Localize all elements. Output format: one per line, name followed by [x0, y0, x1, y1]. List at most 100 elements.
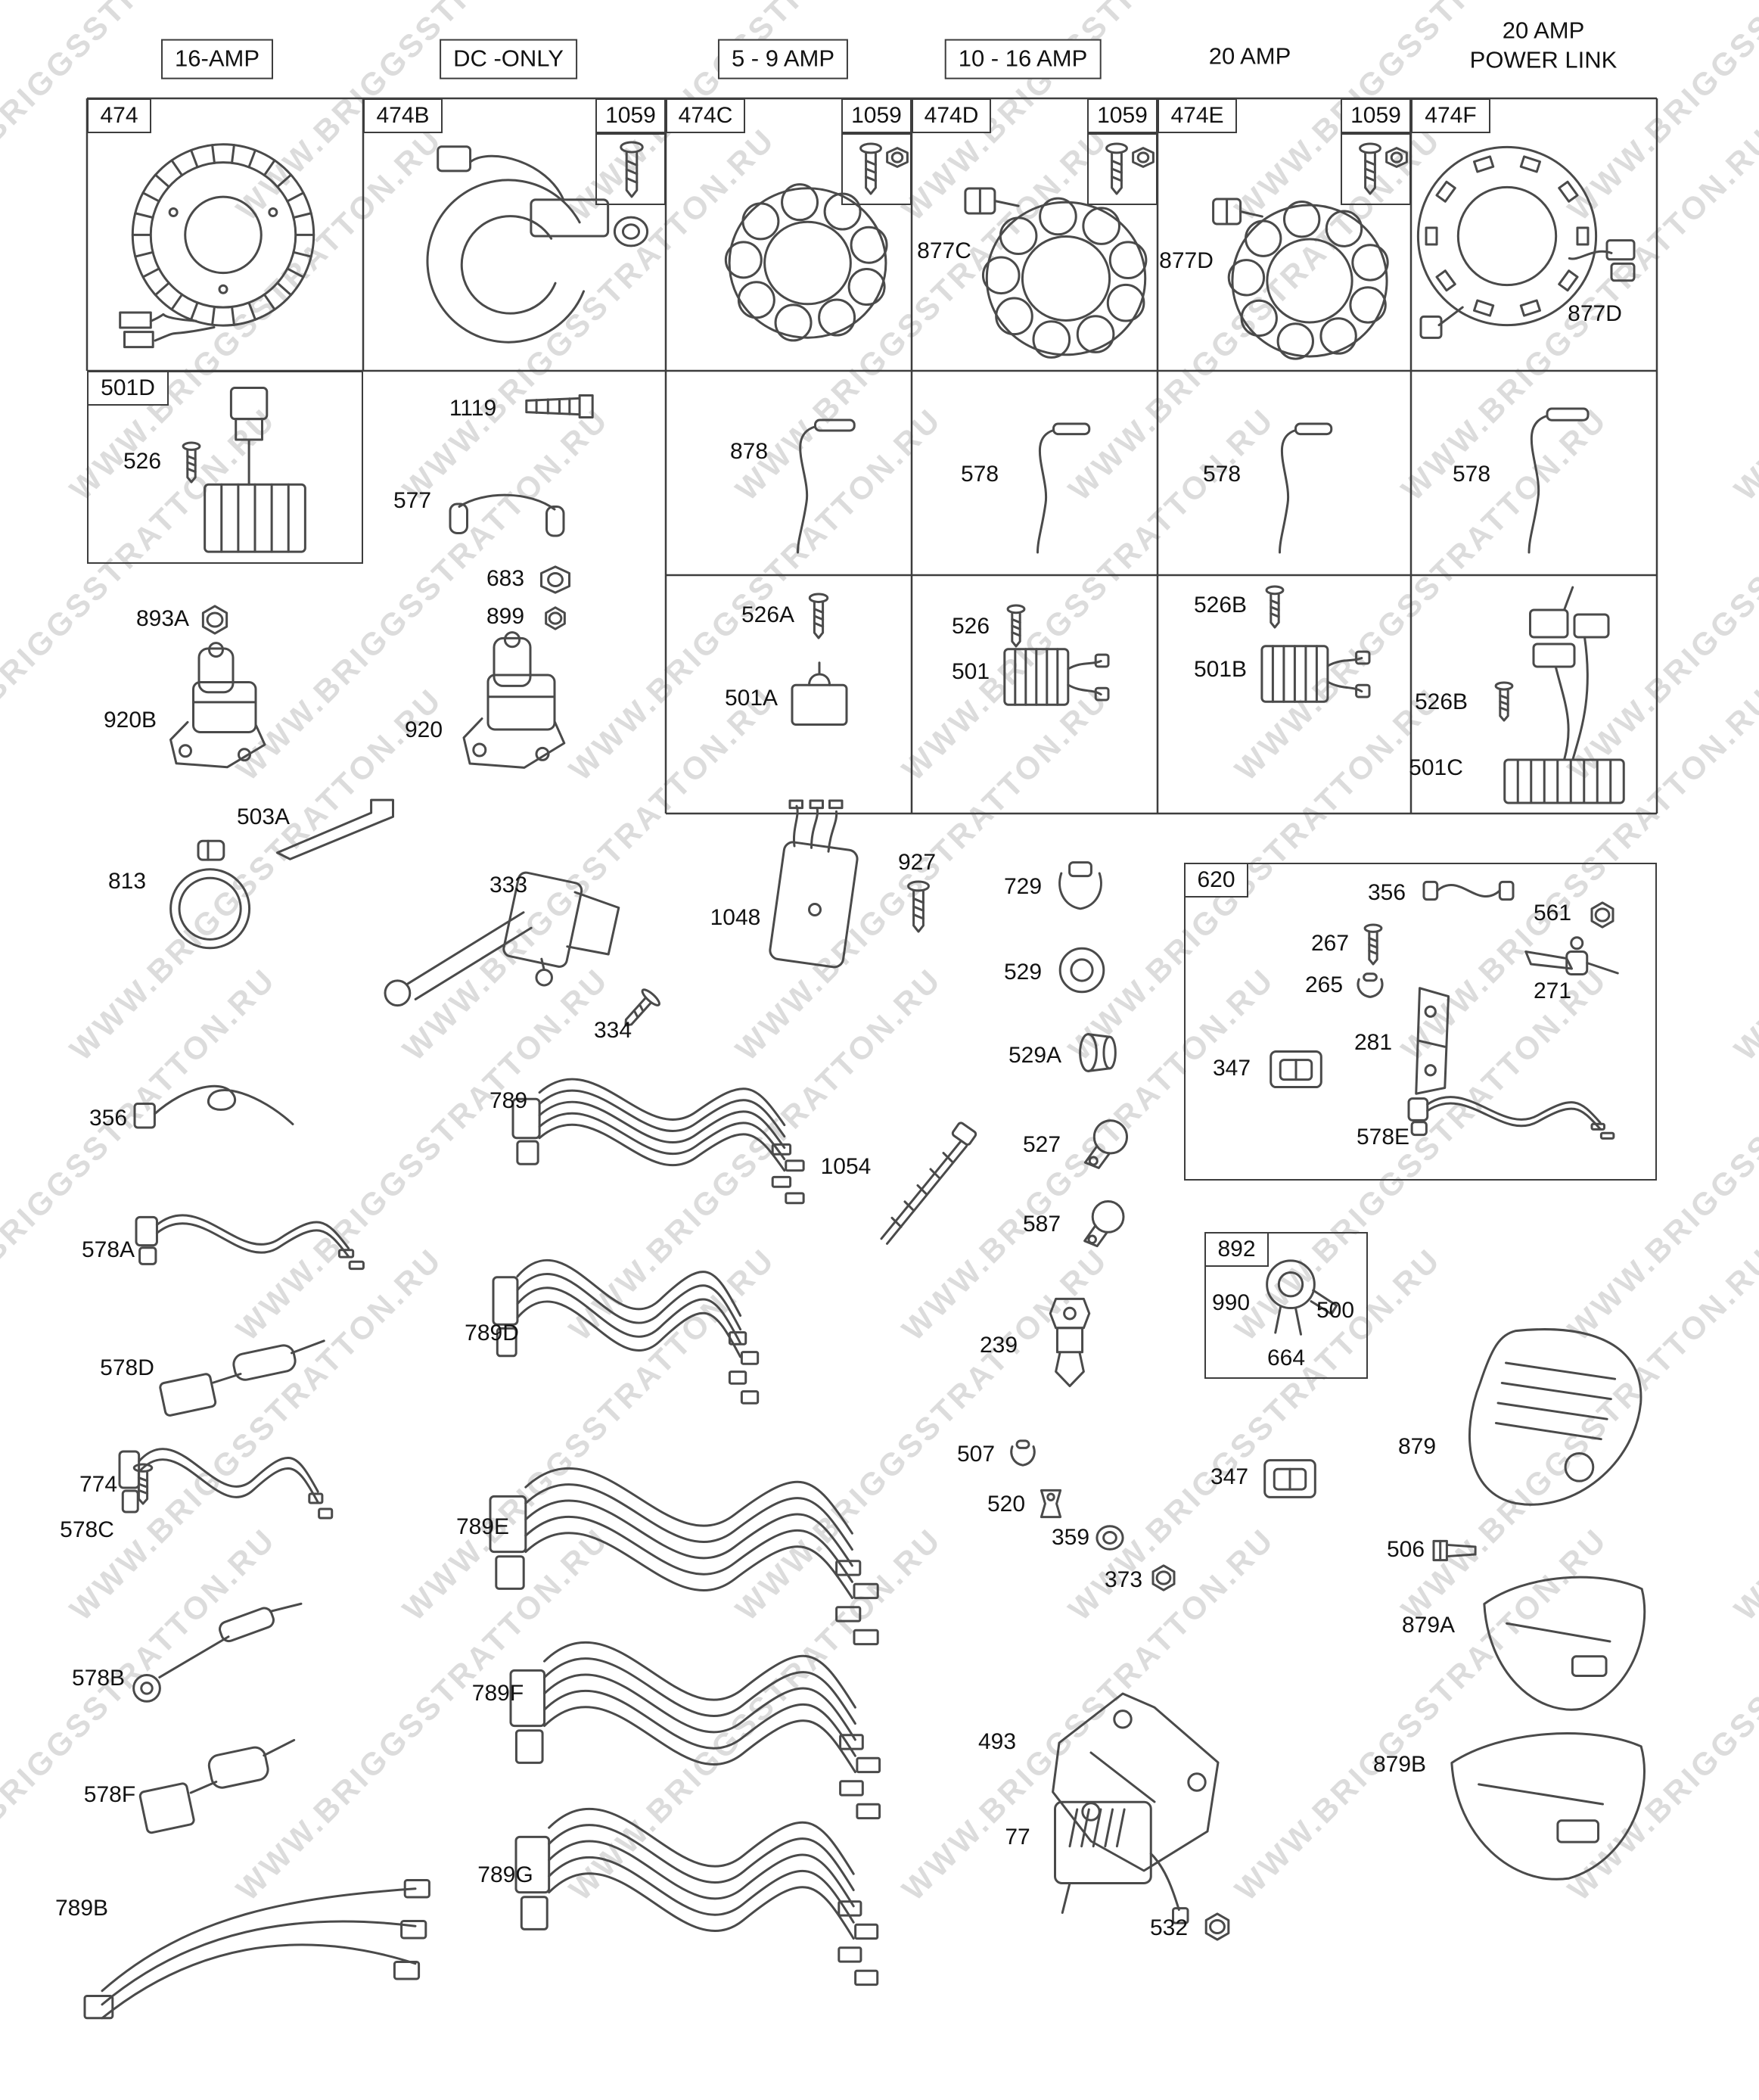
wire-356-group620	[1422, 880, 1515, 901]
alternator-20amp-474E	[1227, 200, 1389, 360]
column-header-3: 5 - 9 AMP	[717, 39, 849, 79]
clip-729	[1058, 861, 1102, 910]
cover-879B	[1450, 1732, 1646, 1881]
part-ref-529: 529	[1003, 960, 1043, 985]
bracket-503A	[276, 798, 394, 860]
solenoid-920	[462, 631, 566, 769]
nut-1059-20	[1385, 147, 1408, 168]
part-ref-578C: 578C	[60, 1517, 114, 1542]
lever-271	[1524, 936, 1619, 975]
regulator-501A	[791, 661, 848, 726]
part-ref-526: 526	[123, 449, 162, 474]
part-ref-77: 77	[1005, 1825, 1030, 1850]
plug-529A	[1079, 1033, 1117, 1072]
cable-tie-1054	[880, 1122, 977, 1245]
part-ref-501C: 501C	[1409, 755, 1463, 780]
part-ref-789G: 789G	[477, 1862, 533, 1887]
part-ref-520: 520	[987, 1492, 1026, 1517]
part-ref-789: 789	[489, 1088, 528, 1113]
part-ref-333: 333	[489, 873, 528, 898]
stator-16amp-474	[119, 143, 315, 349]
screw-334	[624, 988, 660, 1027]
part-ref-box-474D: 474D	[912, 98, 991, 133]
connector-877C	[964, 187, 1020, 215]
part-ref-578F: 578F	[83, 1782, 136, 1807]
part-ref-927: 927	[897, 850, 937, 875]
part-ref-267: 267	[1310, 931, 1350, 956]
nut-893A	[201, 605, 228, 635]
part-ref-527: 527	[1022, 1132, 1061, 1157]
regulator-501B	[1260, 645, 1371, 703]
harness-789B	[83, 1879, 430, 2020]
screw-267	[1363, 923, 1383, 966]
part-ref-879A: 879A	[1401, 1613, 1456, 1638]
part-ref-500: 500	[1316, 1298, 1355, 1323]
part-ref-347: 347	[1210, 1464, 1249, 1489]
clamp-587	[1083, 1199, 1125, 1248]
part-ref-1048: 1048	[710, 905, 761, 930]
part-ref-box-474E: 474E	[1158, 98, 1237, 133]
screw-box-1059-5-9	[841, 133, 912, 205]
part-ref-990: 990	[1211, 1290, 1251, 1315]
harness-789E	[489, 1467, 879, 1646]
diode-wire-878	[797, 418, 856, 554]
cover-879	[1468, 1328, 1642, 1506]
column-header-1: 16-AMP	[161, 39, 273, 79]
harness-789F	[509, 1641, 881, 1820]
regulator-501C	[1503, 586, 1625, 804]
screw-526B-powerlink	[1494, 681, 1514, 722]
part-ref-box-474B: 474B	[363, 98, 443, 133]
regulator-assembly-501D	[204, 387, 306, 553]
bolt-506	[1432, 1539, 1477, 1562]
part-ref-506: 506	[1386, 1537, 1425, 1562]
part-ref-878: 878	[729, 439, 769, 464]
part-ref-359: 359	[1051, 1525, 1090, 1550]
part-ref-334: 334	[593, 1018, 632, 1043]
part-ref-664: 664	[1266, 1346, 1306, 1370]
part-ref-1054: 1054	[820, 1154, 872, 1179]
part-ref-501B: 501B	[1193, 657, 1248, 682]
part-ref-507: 507	[956, 1442, 996, 1467]
part-ref-501: 501	[951, 659, 990, 684]
diode-wire-578-10-16	[1036, 422, 1091, 554]
part-ref-526: 526	[951, 614, 990, 639]
screw-1119	[525, 394, 594, 418]
part-ref-box-474F: 474F	[1411, 98, 1490, 133]
screw-box-1059-20	[1341, 133, 1411, 205]
screw-526-16amp	[182, 441, 201, 484]
module-1048	[769, 799, 859, 969]
part-ref-box-474: 474	[87, 98, 151, 133]
part-ref-578A: 578A	[81, 1237, 135, 1262]
solenoid-920B	[169, 642, 266, 769]
connector-877D-20amp	[1212, 198, 1263, 226]
switch-347-group620	[1270, 1050, 1322, 1089]
part-ref-879B: 879B	[1372, 1752, 1427, 1777]
key-switch-892	[1266, 1259, 1338, 1336]
part-ref-578: 578	[1202, 462, 1242, 487]
part-ref-box-1059: 1059	[841, 98, 912, 133]
oil-pressure-switch-239	[1049, 1297, 1091, 1388]
column-header-4: 10 - 16 AMP	[944, 39, 1102, 79]
screw-927	[907, 880, 930, 933]
part-ref-526B: 526B	[1193, 593, 1248, 618]
part-ref-box-474C: 474C	[666, 98, 745, 133]
part-ref-578B: 578B	[71, 1666, 126, 1691]
part-ref-789E: 789E	[455, 1514, 510, 1539]
part-ref-877C: 877C	[917, 238, 971, 263]
nut-1059-10-16	[1132, 147, 1155, 168]
column-header-5: 20 AMP	[1208, 42, 1291, 72]
part-ref-503A: 503A	[236, 804, 291, 829]
harness-789D	[492, 1258, 760, 1405]
wire-356	[133, 1084, 294, 1129]
wire-578B	[132, 1602, 303, 1703]
part-ref-373: 373	[1104, 1567, 1143, 1592]
cover-879A	[1483, 1576, 1646, 1711]
screw-1059-10-16	[1105, 142, 1128, 195]
part-ref-877D: 877D	[1568, 301, 1622, 326]
part-ref-box-1059: 1059	[595, 98, 666, 133]
switch-347	[1263, 1459, 1316, 1498]
diode-wire-578-20	[1279, 422, 1333, 554]
